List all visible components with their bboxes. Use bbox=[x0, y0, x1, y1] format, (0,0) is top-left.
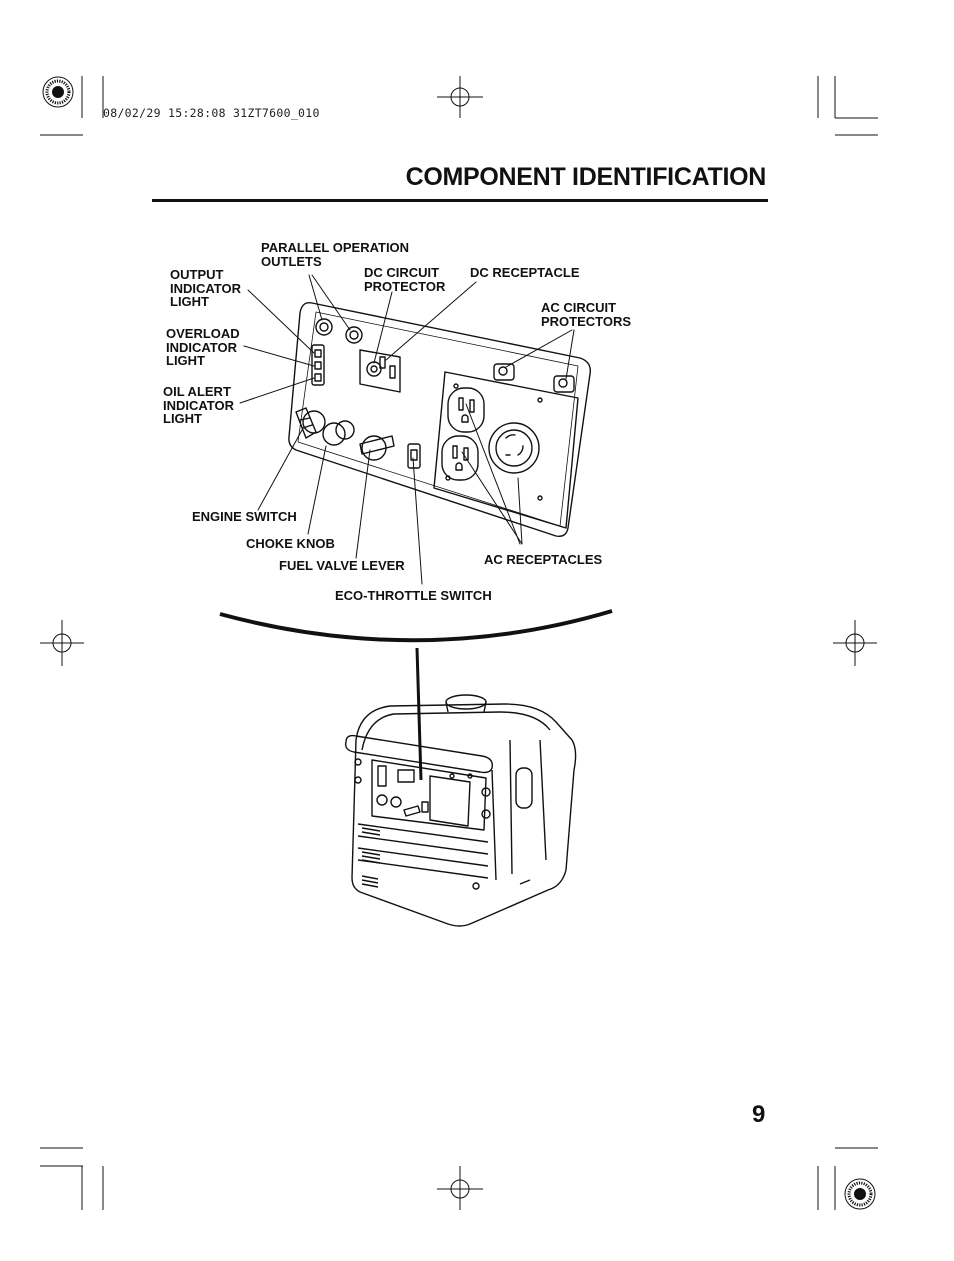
indicator-lights-drawing bbox=[311, 344, 325, 386]
control-panel-drawing bbox=[288, 302, 591, 538]
label-output-indicator-light: OUTPUT INDICATOR LIGHT bbox=[170, 267, 242, 310]
parallel-outlet-drawing bbox=[315, 318, 363, 344]
label-eco-throttle-switch: ECO-THROTTLE SWITCH bbox=[335, 588, 492, 603]
label-fuel-valve-lever: FUEL VALVE LEVER bbox=[279, 558, 405, 573]
label-dc-receptacle: DC RECEPTACLE bbox=[470, 265, 580, 280]
page-title: COMPONENT IDENTIFICATION bbox=[405, 163, 767, 191]
label-ac-circuit-protectors: AC CIRCUIT PROTECTORS bbox=[541, 300, 632, 329]
label-engine-switch: ENGINE SWITCH bbox=[192, 509, 297, 524]
label-parallel-operation-outlets: PARALLEL OPERATION OUTLETS bbox=[261, 240, 410, 269]
ac-circuit-protector-drawing bbox=[493, 363, 575, 393]
generator-drawing bbox=[344, 694, 577, 927]
label-ac-receptacles: AC RECEPTACLES bbox=[484, 552, 603, 567]
crop-target-icon bbox=[42, 76, 74, 108]
callout-leaders bbox=[239, 274, 575, 585]
ac-receptacle-drawing bbox=[441, 387, 540, 481]
print-stamp: 08/02/29 15:28:08 31ZT7600_010 bbox=[103, 106, 320, 120]
label-choke-knob: CHOKE KNOB bbox=[246, 536, 335, 551]
label-dc-circuit-protector: DC CIRCUIT PROTECTOR bbox=[364, 265, 446, 294]
crop-target-icon bbox=[844, 1178, 876, 1210]
zoom-arc bbox=[219, 609, 613, 643]
dc-receptacle-drawing bbox=[359, 349, 401, 393]
label-oil-alert-indicator-light: OIL ALERT INDICATOR LIGHT bbox=[163, 384, 235, 427]
panel-controls-drawing bbox=[295, 407, 421, 469]
label-overload-indicator-light: OVERLOAD INDICATOR LIGHT bbox=[166, 326, 240, 369]
title-rule bbox=[152, 199, 768, 202]
page-number: 9 bbox=[752, 1101, 766, 1128]
